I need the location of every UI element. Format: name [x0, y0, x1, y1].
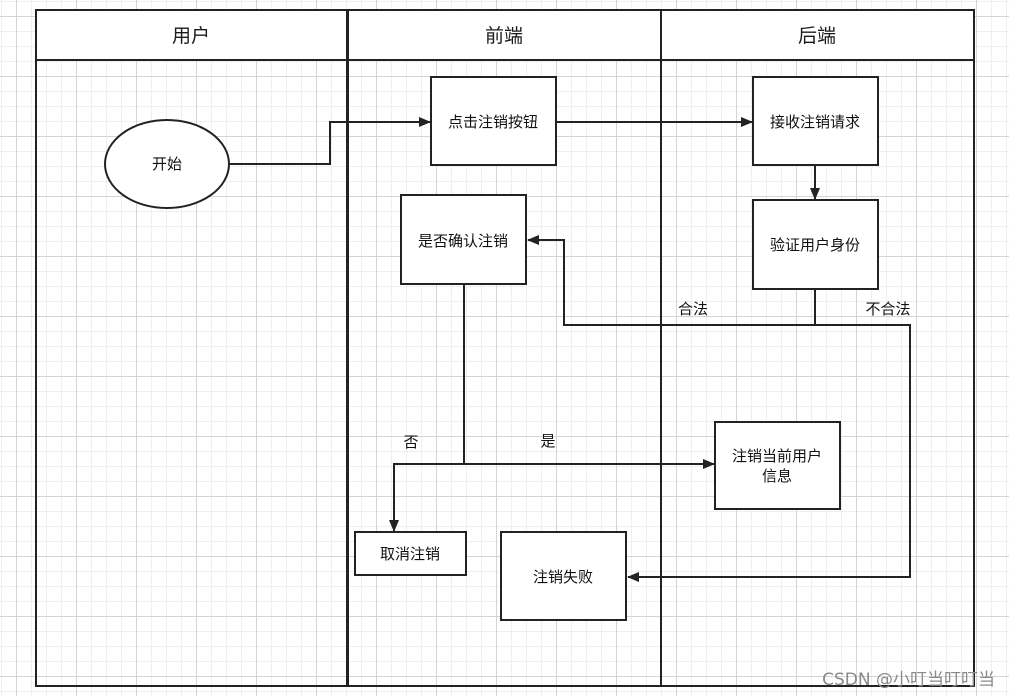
node-cancel-logout-label: 取消注销 — [380, 545, 440, 563]
node-cancel-logout: 取消注销 — [354, 531, 467, 576]
node-verify-identity: 验证用户身份 — [752, 199, 879, 290]
node-logout-failed: 注销失败 — [500, 531, 627, 621]
lane-user: 用户 — [35, 9, 348, 687]
lane-backend-title: 后端 — [798, 25, 836, 47]
node-click-logout-button-label: 点击注销按钮 — [448, 113, 538, 131]
edges — [229, 117, 911, 582]
watermark-text: CSDN @小叮当叮叮当 — [822, 670, 995, 690]
edge-label-yes: 是 — [540, 432, 555, 450]
node-start: 开始 — [104, 119, 230, 209]
node-logout-current-user-label-line1: 注销当前用户 — [732, 447, 822, 465]
edge-no-to-cancel — [389, 463, 464, 532]
edge-label-no: 否 — [403, 433, 418, 451]
node-confirm-logout: 是否确认注销 — [400, 194, 527, 285]
edge-valid-to-confirm — [527, 235, 815, 326]
node-confirm-logout-label: 是否确认注销 — [418, 232, 508, 250]
edge-start-to-click — [229, 117, 431, 165]
edge-label-invalid: 不合法 — [865, 300, 910, 318]
lane-frontend-title: 前端 — [485, 25, 523, 47]
edge-label-valid: 合法 — [678, 300, 708, 318]
lane-frontend: 前端 — [347, 9, 662, 687]
lane-backend: 后端 — [660, 9, 975, 687]
node-logout-current-user-label-line2: 信息 — [762, 467, 792, 485]
node-logout-current-user: 注销当前用户 信息 — [714, 421, 841, 510]
node-click-logout-button: 点击注销按钮 — [430, 76, 557, 166]
node-logout-failed-label: 注销失败 — [533, 568, 593, 586]
lane-user-title: 用户 — [172, 25, 210, 47]
edge-invalid-to-failed — [627, 324, 911, 582]
node-start-label: 开始 — [152, 155, 182, 173]
node-receive-logout-request-label: 接收注销请求 — [770, 113, 860, 131]
node-receive-logout-request: 接收注销请求 — [752, 76, 879, 166]
node-verify-identity-label: 验证用户身份 — [770, 236, 860, 254]
